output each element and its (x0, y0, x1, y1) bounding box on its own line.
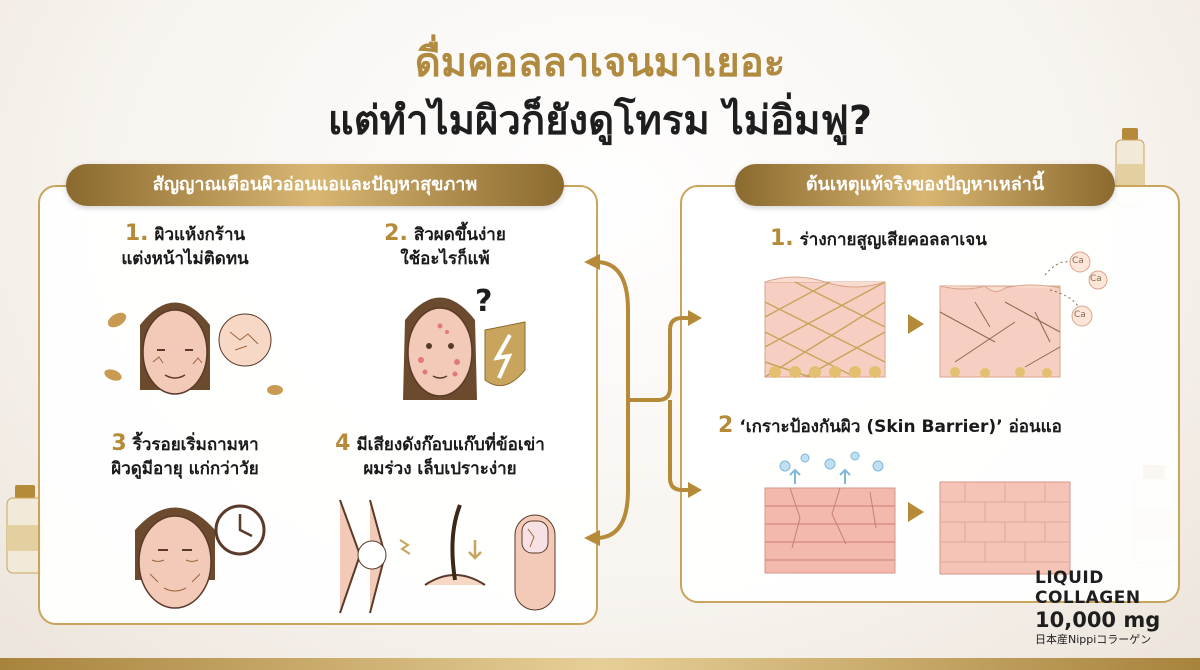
weak-skin-barrier-icon (764, 451, 896, 574)
connector-arrows (584, 254, 702, 546)
sign-number: 3 (111, 431, 127, 456)
sign-line-2: ใช้อะไรก็แพ้ (400, 249, 490, 269)
headline-line-1: ดื่มคอลลาเจนมาเยอะ (414, 40, 786, 86)
right-arrow-icon (908, 502, 924, 522)
acne-face-icon (403, 297, 526, 400)
right-arrow-icon (908, 314, 924, 334)
sign-item-2: 2.สิวผดขึ้นง่าย ใช้อะไรก็แพ้ (320, 222, 570, 271)
brand-line-2: COLLAGEN (1035, 588, 1141, 608)
sign-line-2: แต่งหน้าไม่ติดทน (121, 249, 249, 269)
sign-item-1: 1.ผิวแห้งกร้าน แต่งหน้าไม่ติดทน (60, 222, 310, 271)
brand-origin: 日本産Nippiコラーゲン (1035, 633, 1152, 646)
calcium-label: Ca (1090, 274, 1102, 284)
cause-text: ร่างกายสูญเสียคอลลาเจน (799, 230, 987, 250)
signs-panel (38, 185, 598, 625)
sign-number: 1. (124, 221, 149, 246)
cause-number: 1. (770, 226, 794, 251)
knee-hair-nail-icon (339, 499, 556, 614)
sign-line-1: มีเสียงดังก๊อบแก๊บที่ข้อเข่า (356, 435, 545, 455)
sign-line-2: ผิวดูมีอายุ แก่กว่าวัย (111, 459, 259, 479)
damaged-collagen-skin-icon (939, 284, 1061, 378)
signs-title: สัญญาณเตือนผิวอ่อนแอและปัญหาสุขภาพ (66, 164, 564, 206)
cause-item-1: 1.ร่างกายสูญเสียคอลลาเจน (770, 226, 987, 253)
sign-number: 2. (384, 221, 408, 246)
cause-number: 2 (718, 413, 734, 438)
calcium-label: Ca (1072, 256, 1084, 266)
healthy-skin-barrier-icon (939, 481, 1071, 575)
calcium-label: Ca (1074, 310, 1086, 320)
question-mark: ? (475, 284, 493, 319)
bottom-gold-bar (0, 658, 1200, 670)
causes-title: ต้นเหตุแท้จริงของปัญหาเหล่านี้ (735, 164, 1115, 206)
sign-line-1: ผิวแห้งกร้าน (154, 225, 246, 245)
brand-block: LIQUID COLLAGEN 10,000 mg 日本産Nippiコラーゲン (1035, 568, 1195, 648)
brand-dosage: 10,000 mg (1035, 608, 1161, 632)
brand-line-1: LIQUID (1035, 568, 1104, 588)
aging-face-icon (135, 504, 266, 609)
cause-text: ‘เกราะป้องกันผิว (Skin Barrier)’ อ่อนแอ (739, 417, 1062, 437)
cause-item-2: 2‘เกราะป้องกันผิว (Skin Barrier)’ อ่อนแอ (718, 413, 1062, 440)
dry-skin-face-icon (104, 302, 283, 395)
mineral-loss-icon (1044, 251, 1108, 327)
collagen-bottle-icon (6, 485, 44, 574)
sign-line-1: สิวผดขึ้นง่าย (413, 225, 506, 245)
sign-line-2: ผมร่วง เล็บเปราะง่าย (363, 459, 517, 479)
sign-number: 4 (335, 431, 351, 456)
headline-line-2: แต่ทำไมผิวก็ยังดูโทรม ไม่อิ่มฟู? (327, 98, 873, 144)
healthy-collagen-skin-icon (764, 276, 886, 378)
sign-line-1: ริ้วรอยเริ่มถามหา (132, 435, 259, 455)
